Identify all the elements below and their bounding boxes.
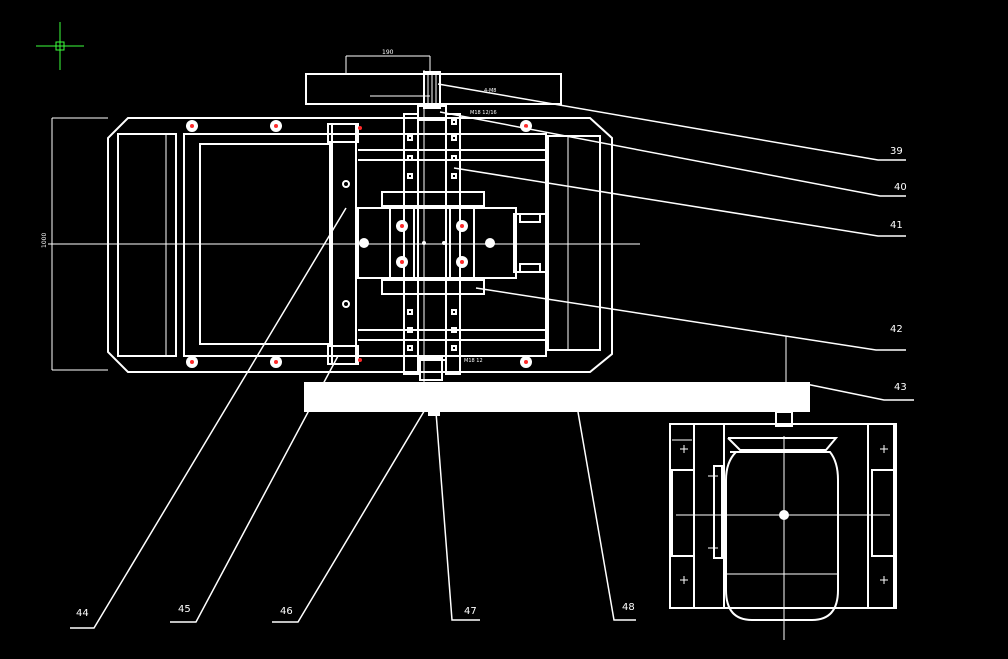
base-beam (304, 336, 810, 416)
left-dimension-label: 1000 (41, 233, 48, 248)
carriage-bolt-holes (359, 238, 495, 248)
top-plate (305, 55, 562, 105)
callout-44: 44 (76, 608, 89, 619)
main-frame (51, 117, 613, 373)
callout-42: 42 (890, 324, 903, 335)
leader-lines (70, 83, 914, 629)
callout-45: 45 (178, 604, 191, 615)
motor-assembly (669, 411, 897, 640)
note-bottom-label: M18 12 (464, 358, 483, 364)
note-top-label: M18 12/16 (470, 110, 497, 116)
center-lines (48, 70, 640, 384)
callout-46: 46 (280, 606, 293, 617)
callout-43: 43 (894, 382, 907, 393)
callout-47: 47 (464, 606, 477, 617)
bolt-head-icon (186, 120, 532, 368)
note-small-label: 4-M8 (484, 88, 496, 94)
motor-center (779, 510, 789, 520)
carriage-block (342, 180, 547, 308)
callout-48: 48 (622, 602, 635, 613)
callout-39: 39 (890, 146, 903, 157)
motor-plus-marks (680, 445, 888, 584)
callout-41: 41 (890, 220, 903, 231)
vertical-shaft (403, 71, 461, 381)
callout-40: 40 (894, 182, 907, 193)
crosshair-cursor-icon (36, 22, 84, 70)
top-dimension-label: 190 (382, 49, 394, 56)
